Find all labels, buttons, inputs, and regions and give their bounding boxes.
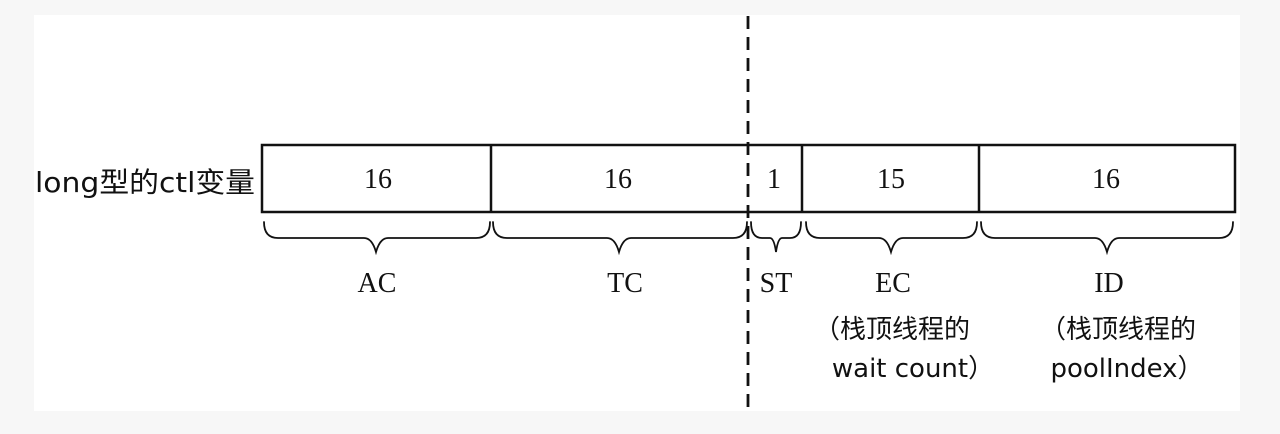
field-name-st: ST (760, 268, 793, 299)
field-bits-id: 16 (1092, 164, 1120, 195)
register-box (260, 143, 1237, 214)
field-note-ec-line2: wait count） (832, 354, 994, 384)
brace-ec (805, 221, 978, 256)
field-bits-ec: 15 (877, 164, 905, 195)
brace-ac (263, 221, 491, 256)
field-note-id-line1: （栈顶线程的 (1040, 315, 1196, 345)
field-bits-st: 1 (767, 164, 781, 195)
field-name-ac: AC (358, 268, 397, 299)
field-bits-tc: 16 (604, 164, 632, 195)
field-name-tc: TC (607, 268, 643, 299)
field-note-id-line2: poolIndex） (1050, 354, 1203, 384)
field-name-id: ID (1094, 268, 1124, 299)
field-bits-ac: 16 (364, 164, 392, 195)
brace-tc (492, 221, 748, 256)
row-label: long型的ctl变量 (35, 166, 255, 199)
field-name-ec: EC (875, 268, 911, 299)
field-note-ec-line1: （栈顶线程的 (814, 315, 970, 345)
brace-id (980, 221, 1234, 256)
brace-st (750, 221, 802, 253)
